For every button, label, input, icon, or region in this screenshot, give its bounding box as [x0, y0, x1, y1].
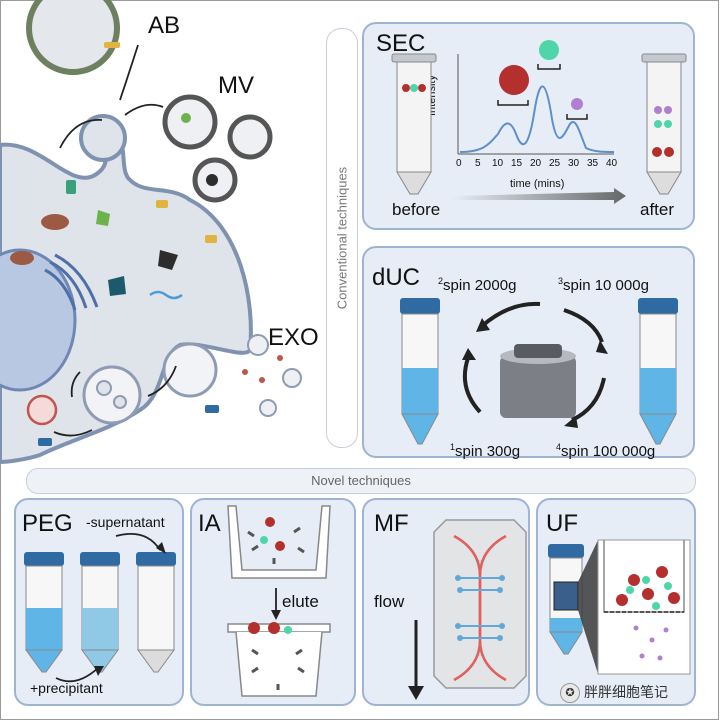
- mf-flow-label: flow: [374, 592, 405, 611]
- peg-panel: PEG -supernatant +precipitant: [14, 498, 184, 706]
- cell-illustration: [0, 0, 302, 465]
- lysosome: [26, 394, 58, 426]
- exosome-2: [282, 368, 302, 388]
- watermark: ✪胖胖细胞笔记: [560, 682, 668, 704]
- ia-elute-label: elute: [282, 592, 319, 611]
- mf-panel: MF flow: [362, 498, 530, 706]
- large-ev-icon: [499, 65, 529, 95]
- conventional-techniques-label: Conventional techniques: [334, 166, 350, 310]
- mf-title: MF: [374, 510, 409, 537]
- sec-tick-3: 15: [511, 158, 523, 169]
- uf-title: UF: [546, 510, 578, 537]
- mf-graphics: [408, 519, 527, 700]
- centrifuge-icon: [500, 344, 576, 418]
- microvesicle-1: [162, 94, 218, 150]
- sec-chromatogram: [459, 85, 615, 153]
- label-ab: AB: [148, 12, 181, 39]
- ia-well-bottom: [227, 622, 331, 697]
- ia-graphics: [227, 505, 331, 697]
- sec-tick-1: 5: [475, 158, 481, 169]
- apoptotic-body: [26, 0, 120, 75]
- sec-tick-7: 35: [587, 158, 599, 169]
- peg-precipitant-label: +precipitant: [30, 680, 103, 696]
- teal-protein: [108, 276, 126, 296]
- duc-tube-right: [638, 298, 678, 445]
- nucleus: [0, 248, 77, 392]
- sec-column-after: [641, 53, 687, 195]
- duc-step-4: 4spin 100 000g: [556, 442, 656, 460]
- duc-panel: dUC 2spin 2000g 3spin 10 000g 1spin 300g…: [362, 246, 695, 460]
- peg-tube-3: [136, 552, 176, 673]
- uf-graphics: [548, 539, 691, 675]
- duc-step-1: 1spin 300g: [450, 442, 521, 460]
- exosome-1: [247, 334, 269, 356]
- peg-tube-2: [80, 552, 120, 673]
- duc-tube-left: [400, 298, 440, 445]
- sec-tick-6: 30: [568, 158, 580, 169]
- sec-xlabel: time (mins): [510, 178, 565, 190]
- sec-tick-2: 10: [492, 158, 504, 169]
- label-mv: MV: [218, 72, 254, 99]
- label-exo: EXO: [268, 324, 319, 351]
- conventional-techniques-bar: Conventional techniques: [326, 28, 358, 448]
- peg-graphics: [24, 532, 176, 683]
- microvesicle-2: [227, 114, 273, 160]
- budding-vesicle: [79, 114, 127, 162]
- ab-receptor: [104, 42, 120, 48]
- uf-panel: UF: [536, 498, 696, 706]
- sec-title: SEC: [376, 30, 426, 57]
- sec-after-label: after: [640, 200, 675, 219]
- uf-tube: [548, 544, 584, 655]
- duc-title: dUC: [372, 264, 421, 291]
- rna-strand: [149, 290, 183, 300]
- small-ev-icon: [571, 98, 583, 110]
- sec-time-arrow: [452, 188, 626, 204]
- peg-title: PEG: [22, 510, 73, 537]
- golgi: [44, 253, 99, 311]
- multivesicular-body: [82, 365, 142, 425]
- sec-graphics: [391, 40, 687, 204]
- ia-title: IA: [198, 510, 221, 537]
- sec-tick-5: 25: [549, 158, 561, 169]
- release-arrows: [53, 44, 177, 437]
- sec-tick-8: 40: [606, 158, 618, 169]
- duc-cycle-arrows: [463, 301, 606, 422]
- medium-ev-icon: [539, 40, 559, 60]
- duc-graphics: [400, 298, 678, 445]
- mf-channels: [453, 534, 507, 682]
- sec-panel: SEC before after time (mins) Intensity 0…: [362, 22, 695, 230]
- mitochondrion-2: [10, 251, 34, 265]
- wechat-icon: ✪: [560, 683, 580, 704]
- novel-techniques-bar: Novel techniques: [26, 468, 696, 494]
- uf-zoom: [597, 539, 691, 675]
- sec-before-label: before: [392, 200, 441, 219]
- sec-tick-4: 20: [530, 158, 542, 169]
- peg-tube-1: [24, 552, 64, 673]
- watermark-text: 胖胖细胞笔记: [584, 684, 668, 700]
- peg-supernatant-label: -supernatant: [86, 514, 165, 530]
- sec-column-before: [391, 53, 437, 195]
- sec-tick-0: 0: [456, 158, 462, 169]
- ia-well-top: [227, 505, 331, 579]
- ia-panel: IA elute: [190, 498, 356, 706]
- duc-step-3: 3spin 10 000g: [558, 276, 649, 294]
- dark-protein: [158, 250, 178, 270]
- duc-step-2: 2spin 2000g: [438, 276, 517, 294]
- exosome-3: [259, 399, 277, 417]
- mitochondrion: [41, 214, 69, 230]
- green-protein: [96, 210, 110, 226]
